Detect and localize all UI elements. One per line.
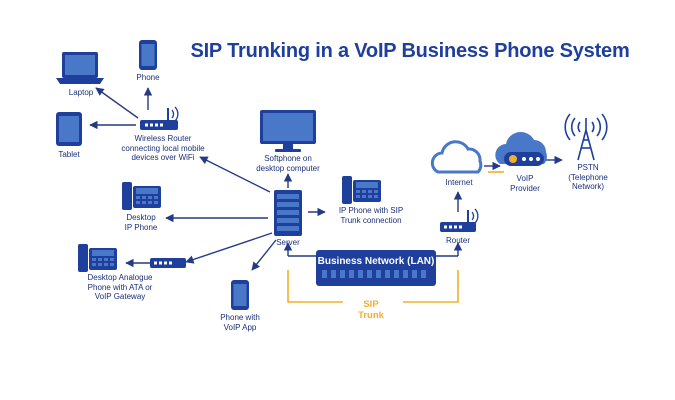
label-router: Router — [445, 236, 470, 245]
pstn-tower-icon — [564, 113, 608, 161]
label-phone-voip-app: Phone with VoIP App — [220, 313, 260, 332]
label-pstn: PSTN (Telephone Network) — [568, 163, 608, 191]
internet-cloud-icon — [430, 140, 483, 174]
label-laptop: Laptop — [68, 88, 94, 97]
tablet-icon — [56, 112, 82, 146]
label-analogue-phone: Desktop Analogue Phone with ATA or VoIP … — [87, 273, 153, 301]
edge-server-wireless — [199, 156, 271, 193]
desktop-ip-phone-icon — [122, 182, 161, 210]
diagram-title: SIP Trunking in a VoIP Business Phone Sy… — [190, 40, 630, 62]
label-phone: Phone — [136, 73, 160, 82]
edge-server-mobile-app — [251, 239, 277, 271]
edge-server-analogue — [185, 232, 273, 264]
server-icon — [274, 190, 302, 236]
connectors — [89, 87, 563, 271]
label-voip-provider: VoIP Provider — [510, 174, 540, 193]
label-desktop-ip-phone: Desktop IP Phone — [124, 213, 158, 232]
voip-provider-cloud-icon — [495, 131, 547, 166]
label-softphone: Softphone on desktop computer — [256, 154, 320, 173]
label-wireless-router: Wireless Router connecting local mobile … — [121, 134, 205, 162]
wireless-router-icon — [140, 106, 179, 130]
phone-icon — [139, 40, 157, 70]
label-ip-phone-sip: IP Phone with SIP Trunk connection — [338, 206, 404, 225]
monitor-icon — [260, 110, 316, 152]
label-business-network: Business Network (LAN) — [317, 256, 435, 267]
router-icon — [440, 208, 479, 232]
business-network-bar — [316, 250, 436, 286]
ata-gateway-icon — [150, 258, 186, 268]
sip-trunk-path — [287, 171, 504, 303]
analogue-phone-icon — [78, 244, 117, 272]
mobile-voip-app-icon — [231, 280, 249, 310]
label-internet: Internet — [445, 178, 473, 187]
label-tablet: Tablet — [58, 150, 80, 159]
laptop-icon — [56, 52, 104, 84]
label-sip-trunk: SIP Trunk — [358, 299, 384, 321]
sip-ip-phone-icon — [342, 176, 381, 204]
edge-router-laptop — [95, 87, 139, 119]
label-server: Server — [276, 238, 300, 247]
